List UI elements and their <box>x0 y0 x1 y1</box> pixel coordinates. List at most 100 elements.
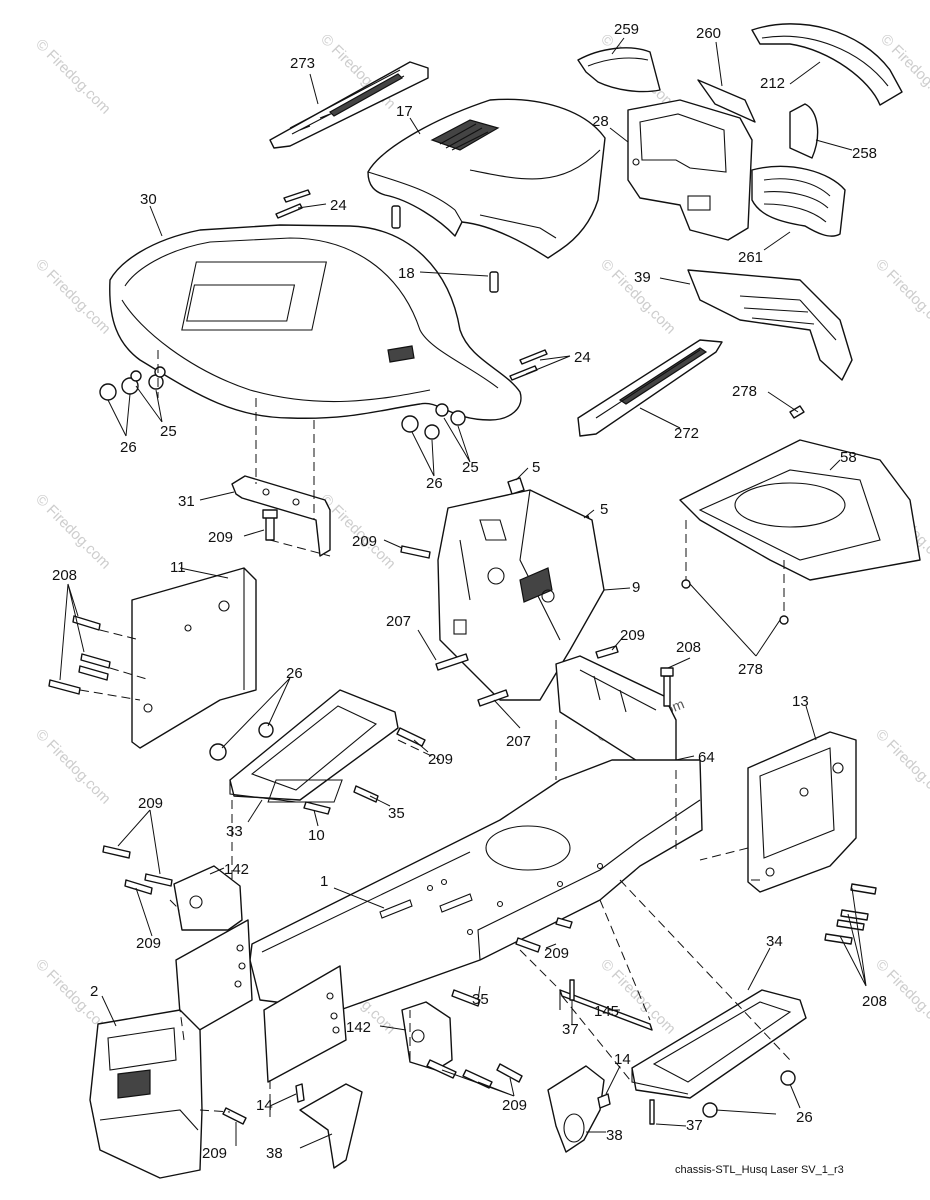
part-24-bolts-upper[interactable] <box>275 189 311 219</box>
callout-208[interactable]: 208 <box>862 993 887 1010</box>
callout-26[interactable]: 26 <box>796 1109 813 1126</box>
part-31-bracket[interactable] <box>231 475 331 557</box>
part-35-bolt-lower[interactable] <box>451 989 481 1007</box>
callout-37[interactable]: 37 <box>562 1021 579 1038</box>
callout-11[interactable]: 11 <box>170 559 186 576</box>
part-208-bolts-left[interactable] <box>48 615 111 695</box>
callout-1[interactable]: 1 <box>320 873 328 890</box>
part-207-bolts[interactable] <box>435 653 509 707</box>
part-278-screws-lower[interactable] <box>681 579 789 625</box>
callout-278[interactable]: 278 <box>732 383 757 400</box>
part-209-bolts-bottom[interactable] <box>426 1059 523 1089</box>
part-37-bolt-lower[interactable] <box>649 1099 655 1125</box>
callout-35[interactable]: 35 <box>388 805 405 822</box>
callout-24[interactable]: 24 <box>330 197 347 214</box>
callout-209[interactable]: 209 <box>544 945 569 962</box>
callout-26[interactable]: 26 <box>120 439 137 456</box>
part-209-bolt-9[interactable] <box>400 545 431 559</box>
part-145-rod[interactable] <box>559 989 653 1031</box>
callout-31[interactable]: 31 <box>178 493 195 510</box>
callout-207[interactable]: 207 <box>506 733 531 750</box>
callout-208[interactable]: 208 <box>52 567 77 584</box>
callout-5[interactable]: 5 <box>600 501 608 518</box>
callout-208[interactable]: 208 <box>676 639 701 656</box>
part-9-dash-tower[interactable] <box>437 489 605 701</box>
callout-28[interactable]: 28 <box>592 113 609 130</box>
callout-34[interactable]: 34 <box>766 933 783 950</box>
part-17-hood[interactable] <box>367 98 606 259</box>
callout-209[interactable]: 209 <box>428 751 453 768</box>
part-272-grille-strip[interactable] <box>577 339 723 437</box>
part-64-bracket[interactable] <box>555 655 677 779</box>
callout-14[interactable]: 14 <box>256 1097 273 1114</box>
part-58-footrest-plate[interactable] <box>679 439 921 581</box>
part-30-fender[interactable] <box>109 224 522 421</box>
callout-13[interactable]: 13 <box>792 693 809 710</box>
part-209-bolts-center[interactable] <box>515 917 573 953</box>
part-209-bolt-31[interactable] <box>262 509 278 541</box>
callout-212[interactable]: 212 <box>760 75 785 92</box>
part-209-bolt-lower-left[interactable] <box>222 1107 247 1125</box>
callout-38[interactable]: 38 <box>266 1145 283 1162</box>
callout-259[interactable]: 259 <box>614 21 639 38</box>
part-1-main-frame[interactable] <box>249 759 703 1011</box>
callout-261[interactable]: 261 <box>738 249 763 266</box>
callout-258[interactable]: 258 <box>852 145 877 162</box>
callout-58[interactable]: 58 <box>840 449 857 466</box>
part-209-bolts-upper-left[interactable] <box>102 845 173 895</box>
part-208-bolt-64[interactable] <box>660 667 674 707</box>
part-28-dash-panel[interactable] <box>627 99 753 241</box>
callout-272[interactable]: 272 <box>674 425 699 442</box>
part-208-bolts-right[interactable] <box>824 883 877 945</box>
callout-142[interactable]: 142 <box>346 1019 371 1036</box>
callout-17[interactable]: 17 <box>396 103 413 120</box>
callout-209[interactable]: 209 <box>352 533 377 550</box>
callout-209[interactable]: 209 <box>136 935 161 952</box>
part-35-bolt-upper[interactable] <box>353 785 379 803</box>
callout-39[interactable]: 39 <box>634 269 651 286</box>
part-39-bracket[interactable] <box>687 269 853 381</box>
callout-207[interactable]: 207 <box>386 613 411 630</box>
callout-209[interactable]: 209 <box>138 795 163 812</box>
part-38-bracket-left[interactable] <box>299 1083 363 1169</box>
part-209-bolt-64[interactable] <box>595 645 619 659</box>
callout-30[interactable]: 30 <box>140 191 157 208</box>
part-273-grille-strip[interactable] <box>269 61 429 149</box>
part-38-bracket-right[interactable] <box>547 1065 605 1153</box>
callout-9[interactable]: 9 <box>632 579 640 596</box>
part-14-bolts[interactable] <box>295 1083 611 1109</box>
callout-145[interactable]: 145 <box>594 1003 619 1020</box>
part-260-bracket[interactable] <box>697 79 756 123</box>
part-34-footrest-right[interactable] <box>631 989 807 1099</box>
part-142-bracket-left[interactable] <box>173 865 243 931</box>
callout-209[interactable]: 209 <box>202 1145 227 1162</box>
callout-38[interactable]: 38 <box>606 1127 623 1144</box>
callout-260[interactable]: 260 <box>696 25 721 42</box>
callout-64[interactable]: 64 <box>698 749 715 766</box>
part-259-cover[interactable] <box>577 47 661 93</box>
callout-18[interactable]: 18 <box>398 265 415 282</box>
part-10-bolt[interactable] <box>303 801 331 815</box>
part-13-side-plate-right[interactable] <box>747 731 857 893</box>
callout-273[interactable]: 273 <box>290 55 315 72</box>
part-142-bracket-right[interactable] <box>401 1001 453 1071</box>
part-2-front-bracket[interactable] <box>89 1009 203 1179</box>
part-25-26-washers-nuts-left[interactable] <box>99 366 166 401</box>
callout-209[interactable]: 209 <box>208 529 233 546</box>
callout-10[interactable]: 10 <box>308 827 325 844</box>
part-25-26-washers-nuts-right[interactable] <box>401 403 466 440</box>
part-209-bolt-33[interactable] <box>396 727 426 747</box>
callout-33[interactable]: 33 <box>226 823 243 840</box>
part-11-side-plate-left[interactable] <box>131 567 257 749</box>
callout-209[interactable]: 209 <box>620 627 645 644</box>
callout-2[interactable]: 2 <box>90 983 98 1000</box>
part-258-cap[interactable] <box>789 103 819 159</box>
callout-26[interactable]: 26 <box>286 665 303 682</box>
part-18-pins[interactable] <box>391 205 499 293</box>
part-278-screw-upper[interactable] <box>789 405 805 419</box>
part-26-nuts-lower-right[interactable] <box>702 1070 796 1118</box>
callout-5[interactable]: 5 <box>532 459 540 476</box>
callout-209[interactable]: 209 <box>502 1097 527 1114</box>
callout-14[interactable]: 14 <box>614 1051 631 1068</box>
part-37-bolt-upper[interactable] <box>569 979 575 1001</box>
